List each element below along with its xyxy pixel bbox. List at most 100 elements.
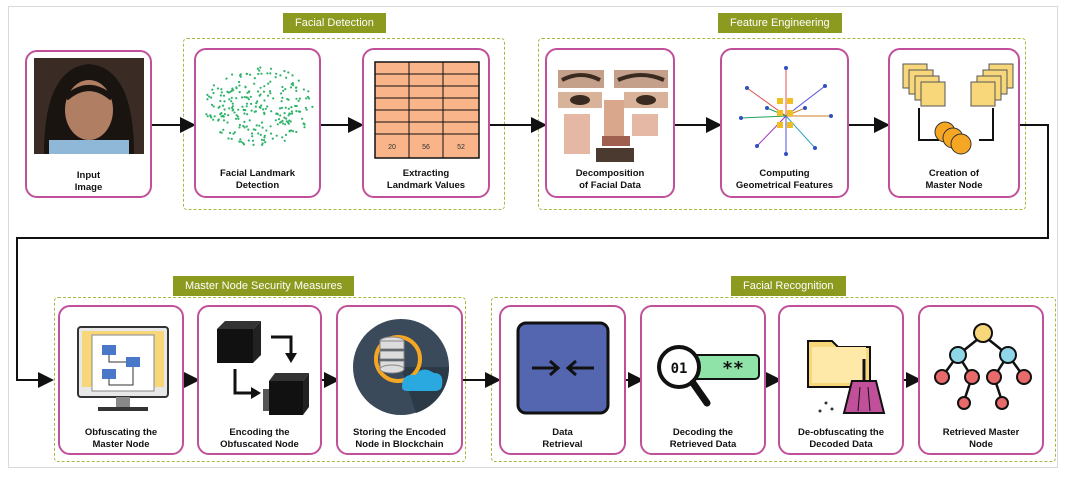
landmark-dot [232, 132, 235, 135]
facial-recognition-title: Facial Recognition [731, 276, 846, 296]
master-node-icon [902, 63, 1014, 155]
decomposition-label: Decomposition of Facial Data [575, 168, 645, 191]
landmark-dot [210, 96, 213, 99]
landmark-dot [261, 143, 264, 146]
landmark-dot [281, 96, 284, 99]
extracting-values-card: 20 56 52 Extracting Landmark Values [362, 48, 490, 198]
landmark-dot [255, 102, 258, 105]
retrieval-arrows-icon [516, 321, 610, 415]
landmark-dot [227, 137, 230, 140]
decoding-label: Decoding the Retrieved Data [669, 427, 737, 450]
landmark-dot [287, 107, 290, 110]
feature-point [745, 86, 749, 90]
geometric-features-icon [739, 66, 833, 156]
feature-marker [777, 110, 783, 116]
arrow-master-to-obfuscate [16, 124, 1049, 388]
landmark-dot [275, 72, 278, 75]
landmark-dot [287, 114, 290, 117]
landmark-dot [241, 96, 244, 99]
landmark-dot [297, 79, 300, 82]
storing-label: Storing the Encoded Node in Blockchain [353, 427, 446, 450]
landmark-dot [247, 139, 250, 142]
landmark-dot [264, 107, 267, 110]
landmark-dot [257, 132, 260, 135]
blockchain-storage-icon [353, 319, 450, 415]
landmark-dot [274, 119, 277, 122]
landmark-dot [283, 139, 286, 142]
landmark-dot [259, 133, 262, 136]
landmark-dot [259, 86, 262, 89]
landmark-dot [247, 98, 250, 101]
landmark-dot [269, 92, 272, 95]
obfuscating-label: Obfuscating the Master Node [84, 427, 158, 450]
landmark-dot [311, 105, 314, 108]
feature-marker [787, 110, 793, 116]
facial-parts-icon [558, 70, 668, 162]
landmark-dot [253, 82, 256, 85]
data-retrieval-card: Data Retrieval [499, 305, 626, 455]
landmark-dot [257, 90, 260, 93]
landmark-dot [305, 97, 308, 100]
landmark-dot [255, 124, 258, 127]
landmark-dot [290, 106, 293, 109]
landmark-dot [264, 141, 267, 144]
landmark-dot [223, 108, 226, 111]
landmark-dot [248, 119, 251, 122]
landmark-dot [306, 95, 310, 98]
feature-point [784, 66, 788, 70]
landmark-dot [223, 100, 226, 103]
landmark-dot [219, 94, 222, 97]
landmark-dot [205, 113, 208, 116]
landmark-dot [235, 86, 238, 89]
landmark-dot [301, 117, 304, 120]
landmark-dot [243, 96, 246, 99]
landmark-dot [242, 124, 245, 128]
landmark-dot [260, 138, 263, 141]
landmark-dot [295, 89, 298, 92]
landmark-dot [210, 116, 213, 119]
table-value-1: 20 [388, 144, 396, 151]
landmark-dot [252, 128, 255, 131]
landmark-dot [231, 105, 234, 108]
landmark-dot [236, 115, 239, 118]
face-photo [34, 58, 144, 154]
landmark-dot [220, 115, 223, 118]
landmark-dot [297, 99, 300, 102]
landmark-dot [246, 113, 249, 116]
retrieved-master-card: Retrieved Master Node [918, 305, 1044, 455]
landmark-dot [254, 105, 257, 108]
table-value-3: 52 [457, 144, 465, 151]
landmark-dot [261, 126, 264, 129]
landmark-dot [256, 67, 259, 70]
feature-point [803, 106, 807, 110]
landmark-dot [279, 74, 282, 77]
landmark-dot [284, 123, 287, 126]
landmark-dot [243, 120, 246, 123]
obfuscating-card: Obfuscating the Master Node [58, 305, 184, 455]
landmark-dot [284, 133, 288, 136]
landmark-dot [266, 105, 269, 108]
landmark-dot [237, 117, 240, 120]
landmark-dot [245, 72, 248, 76]
obfuscation-monitor-icon [77, 326, 169, 411]
landmark-dot [283, 70, 286, 73]
landmark-table-icon: 20 56 52 [374, 61, 480, 159]
landmark-dot [253, 77, 256, 80]
landmark-dot [234, 117, 238, 120]
landmark-dot [228, 98, 231, 101]
landmark-dot [302, 122, 305, 125]
facial-landmark-card: Facial Landmark Detection [194, 48, 321, 198]
feature-point [755, 144, 759, 148]
landmark-dot [269, 80, 272, 83]
landmark-dot [271, 137, 274, 140]
landmark-dot [281, 136, 284, 139]
landmark-dot [259, 106, 262, 109]
landmark-dot [253, 110, 256, 113]
landmark-dot [231, 87, 234, 90]
landmark-dot [248, 90, 251, 93]
landmark-dot [230, 137, 233, 140]
input-image-label: Input Image [74, 170, 103, 193]
table-value-2: 56 [422, 144, 430, 151]
landmark-dot [269, 125, 272, 128]
landmark-dot [243, 109, 246, 112]
